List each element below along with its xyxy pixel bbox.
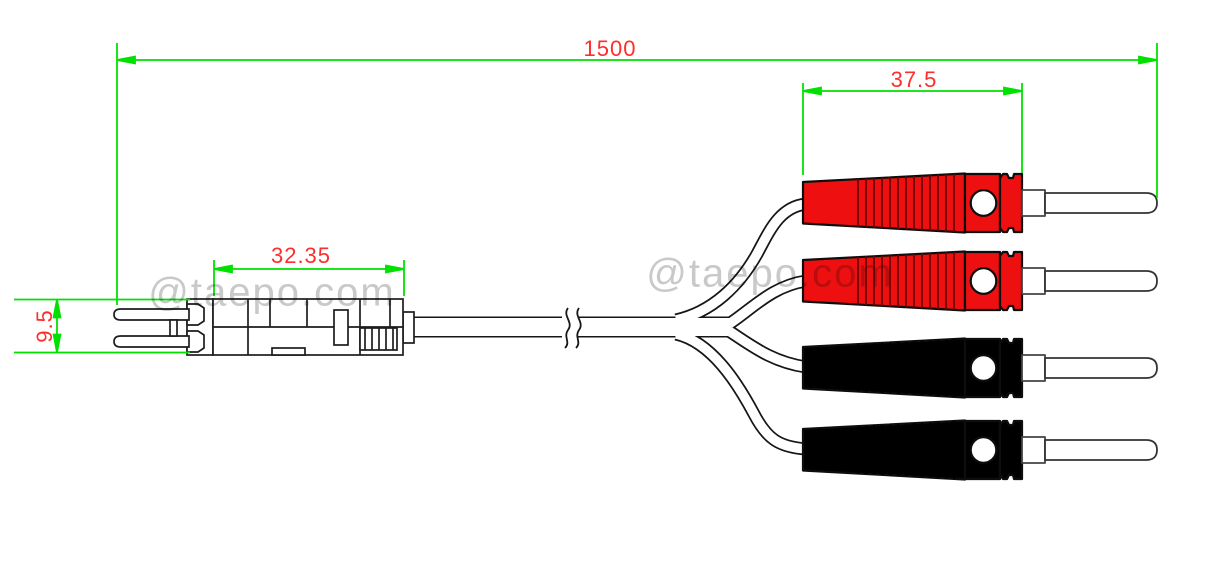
cable-break-symbol	[562, 307, 582, 349]
wire-to-red-plug-1	[674, 197, 808, 327]
arrowhead	[1003, 86, 1023, 96]
cable-and-wires	[413, 197, 808, 456]
dimension-label-overall-length: 1500	[584, 36, 637, 61]
test-plug-latch-ribs	[359, 327, 398, 351]
arrowhead	[1138, 55, 1158, 65]
banana-plug-red-2	[803, 249, 1157, 313]
dimension-banana-plug-length	[802, 83, 1023, 175]
dimension-label-test-plug-height: 9.5	[32, 309, 57, 343]
banana-plug-black-1	[803, 336, 1157, 400]
two-pin-test-plug	[113, 298, 415, 356]
dimension-label-test-plug-length: 32.35	[271, 243, 331, 268]
arrowhead	[385, 264, 405, 274]
arrowhead	[116, 55, 136, 65]
dimension-test-plug-length	[213, 260, 405, 296]
dimension-label-banana-plug-length: 37.5	[891, 67, 938, 92]
test-plug-cable-boot	[402, 311, 415, 344]
banana-plug-red-1	[803, 171, 1157, 235]
dimension-overall-length	[116, 43, 1158, 305]
arrowhead	[52, 299, 62, 319]
banana-plug-black-2	[803, 418, 1157, 482]
test-plug-pin-bottom	[113, 335, 190, 348]
dimension-test-plug-height	[14, 298, 190, 354]
arrowhead	[52, 333, 62, 353]
arrowhead	[802, 86, 822, 96]
test-plug-button	[333, 309, 349, 346]
arrowhead	[213, 264, 233, 274]
test-plug-pin-top	[113, 308, 190, 321]
test-plug-pin-bridge	[169, 319, 178, 337]
